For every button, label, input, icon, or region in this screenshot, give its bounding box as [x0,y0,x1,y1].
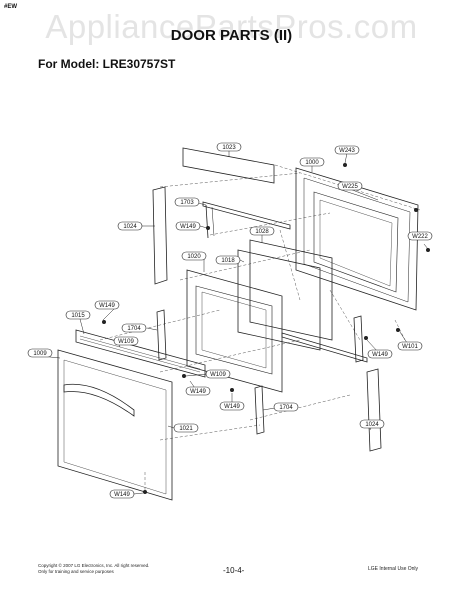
callout-W149-b: W149 [94,300,120,310]
svg-text:1703: 1703 [180,200,194,206]
callout-W149-d: W149 [185,386,211,396]
svg-text:W149: W149 [114,492,130,498]
svg-text:1704: 1704 [127,326,141,332]
callout-W109-b: W109 [205,369,231,379]
callout-1020: 1020 [181,251,207,261]
part-1024-left-trim [152,186,168,285]
copyright-text: Copyright © 2007 LG Electronics, Inc. Al… [38,563,150,568]
callout-W101: W101 [397,341,423,351]
part-1009-handle [63,383,135,417]
svg-text:1018: 1018 [221,258,235,264]
svg-text:W109: W109 [118,339,134,345]
guide-lines [99,164,421,490]
internal-use-note: LGE Internal Use Only [368,566,419,572]
svg-text:W149: W149 [99,303,115,309]
callout-W149-a: W149 [175,221,201,231]
leader-lines [39,150,429,495]
svg-text:1009: 1009 [33,351,47,357]
screws [102,162,430,494]
svg-text:W225: W225 [342,184,358,190]
part-1023-strip [182,147,275,184]
part-1018-glass [237,249,321,351]
svg-text:W243: W243 [339,148,355,154]
callout-W149-c: W149 [367,349,393,359]
bottom-rail [281,332,368,363]
callout-1703: 1703 [174,197,200,207]
part-1703-bracket [202,201,291,230]
svg-text:W149: W149 [190,389,206,395]
svg-text:1021: 1021 [179,426,193,432]
part-1704-hinge-b [254,385,265,435]
model-label: For Model: LRE30757ST [38,57,176,71]
callout-W225: W225 [337,181,363,191]
svg-text:1024: 1024 [123,224,137,230]
part-1015-vent [75,329,206,378]
svg-text:1704: 1704 [279,405,293,411]
part-1020-frame [186,269,283,393]
svg-text:W222: W222 [412,234,428,240]
callout-1021: 1021 [173,423,199,433]
callout-1028: 1028 [249,226,275,236]
callout-W149-e: W149 [219,401,245,411]
part-1000-inner-panel [295,167,419,311]
callout-1704-b: 1704 [273,402,299,412]
callout-1704-a: 1704 [121,323,147,333]
page-title: DOOR PARTS (II) [170,27,293,44]
svg-text:W149: W149 [224,404,240,410]
footer-copyright: Copyright © 2007 LG Electronics, Inc. Al… [38,563,149,575]
part-1024-right-trim [366,368,382,452]
callout-1024-right: 1024 [359,419,385,429]
callout-1024-left: 1024 [117,221,143,231]
callout-W243: W243 [334,145,360,155]
callout-1009: 1009 [27,348,53,358]
part-1021-outer-door [57,349,173,501]
watermark: AppliancePartsPros.com [45,8,418,45]
svg-text:1024: 1024 [365,422,379,428]
svg-text:1028: 1028 [255,229,269,235]
svg-text:W109: W109 [210,372,226,378]
svg-text:W149: W149 [180,224,196,230]
callout-labels: 1023 1000 W243 W225 1703 1024 W149 1028 … [27,142,433,499]
callout-1023: 1023 [216,142,242,152]
callout-1015: 1015 [65,310,91,320]
svg-text:W149: W149 [372,352,388,358]
svg-text:1023: 1023 [222,145,236,151]
callout-W109-a: W109 [113,336,139,346]
callout-W222: W222 [407,231,433,241]
page-number: -10-4- [223,566,245,575]
part-1028-glass [249,239,333,341]
callout-1018: 1018 [215,255,241,265]
part-1704-hinge-c [353,315,364,363]
svg-text:W101: W101 [402,344,418,350]
svg-text:1000: 1000 [305,160,319,166]
callout-1000: 1000 [299,157,325,167]
training-text: Only for training and service purposes [38,569,114,574]
callout-W149-f: W149 [109,489,135,499]
svg-text:1020: 1020 [187,254,201,260]
svg-text:1015: 1015 [71,313,85,319]
part-1704-hinge-a [156,309,167,361]
corner-tag: #EW [4,4,18,10]
